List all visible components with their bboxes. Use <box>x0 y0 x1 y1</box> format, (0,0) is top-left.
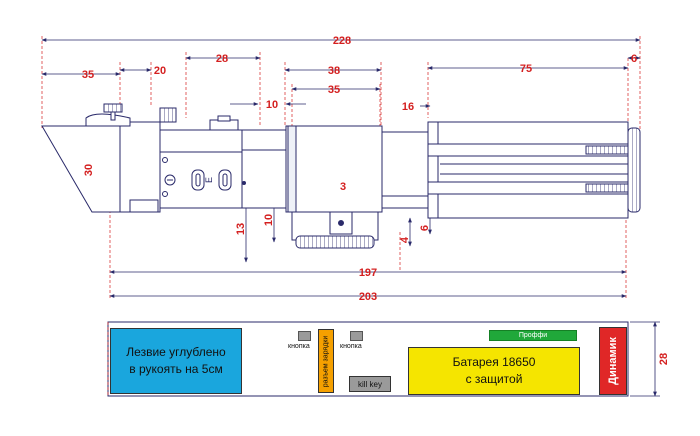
kill-key-block: kill key <box>349 376 391 392</box>
dim-cylinder: 38 <box>328 65 340 77</box>
dimension-labels: 228 35 20 28 38 75 6 35 10 16 30 3 13 10… <box>82 35 670 365</box>
dim-drop-13: 13 <box>235 223 247 235</box>
top-button <box>217 115 231 122</box>
proffi-label: Проффи <box>518 332 548 339</box>
rear-knob <box>159 107 177 123</box>
dim-endcap: 6 <box>631 53 637 65</box>
button-1-label: кнопка <box>288 343 310 350</box>
dim-neck-gap: 10 <box>266 99 278 111</box>
grip-pad <box>295 235 375 249</box>
center-cylinder <box>285 125 383 213</box>
button-2-label: кнопка <box>340 343 362 350</box>
emitter-shroud <box>41 125 121 213</box>
button-1-block <box>298 331 311 341</box>
lever-stem <box>110 111 116 121</box>
hilt-front-section <box>119 121 161 213</box>
charge-port-label: разъем зарядки <box>322 335 330 387</box>
connector-section <box>381 131 429 209</box>
speaker-label: Динамик <box>607 337 620 385</box>
dim-pommel: 75 <box>520 63 532 75</box>
dim-203: 203 <box>359 291 377 303</box>
dim-control: 28 <box>216 53 228 65</box>
dim-197: 197 <box>359 267 377 279</box>
dim-front: 20 <box>154 65 166 77</box>
control-section <box>159 129 243 209</box>
dim-connector: 16 <box>402 101 414 113</box>
pommel-section <box>427 121 629 219</box>
lower-clip <box>129 199 159 213</box>
dim-cylinder-inner: 35 <box>328 84 340 96</box>
lever-knob <box>103 103 123 113</box>
dim-block-height: 28 <box>658 353 670 365</box>
dim-emitter-height: 30 <box>83 164 95 176</box>
button-2-block <box>350 331 363 341</box>
dim-drop-10: 10 <box>263 214 275 226</box>
speaker-block: Динамик <box>599 327 627 395</box>
dim-overall: 228 <box>333 35 351 47</box>
lever-guard <box>85 113 131 127</box>
kill-key-label: kill key <box>357 379 382 389</box>
neck-section <box>241 129 287 209</box>
end-cap <box>627 127 641 213</box>
e-mark: E <box>204 177 214 183</box>
proffi-board-block: Проффи <box>489 330 577 341</box>
charge-port-block: разъем зарядки <box>318 329 334 393</box>
dim-drop-4: 4 <box>399 236 411 243</box>
lightsaber-hilt <box>41 103 641 249</box>
dim-emitter: 35 <box>82 69 94 81</box>
dim-drop-6: 6 <box>419 225 431 231</box>
dim-switch: 3 <box>340 181 346 193</box>
